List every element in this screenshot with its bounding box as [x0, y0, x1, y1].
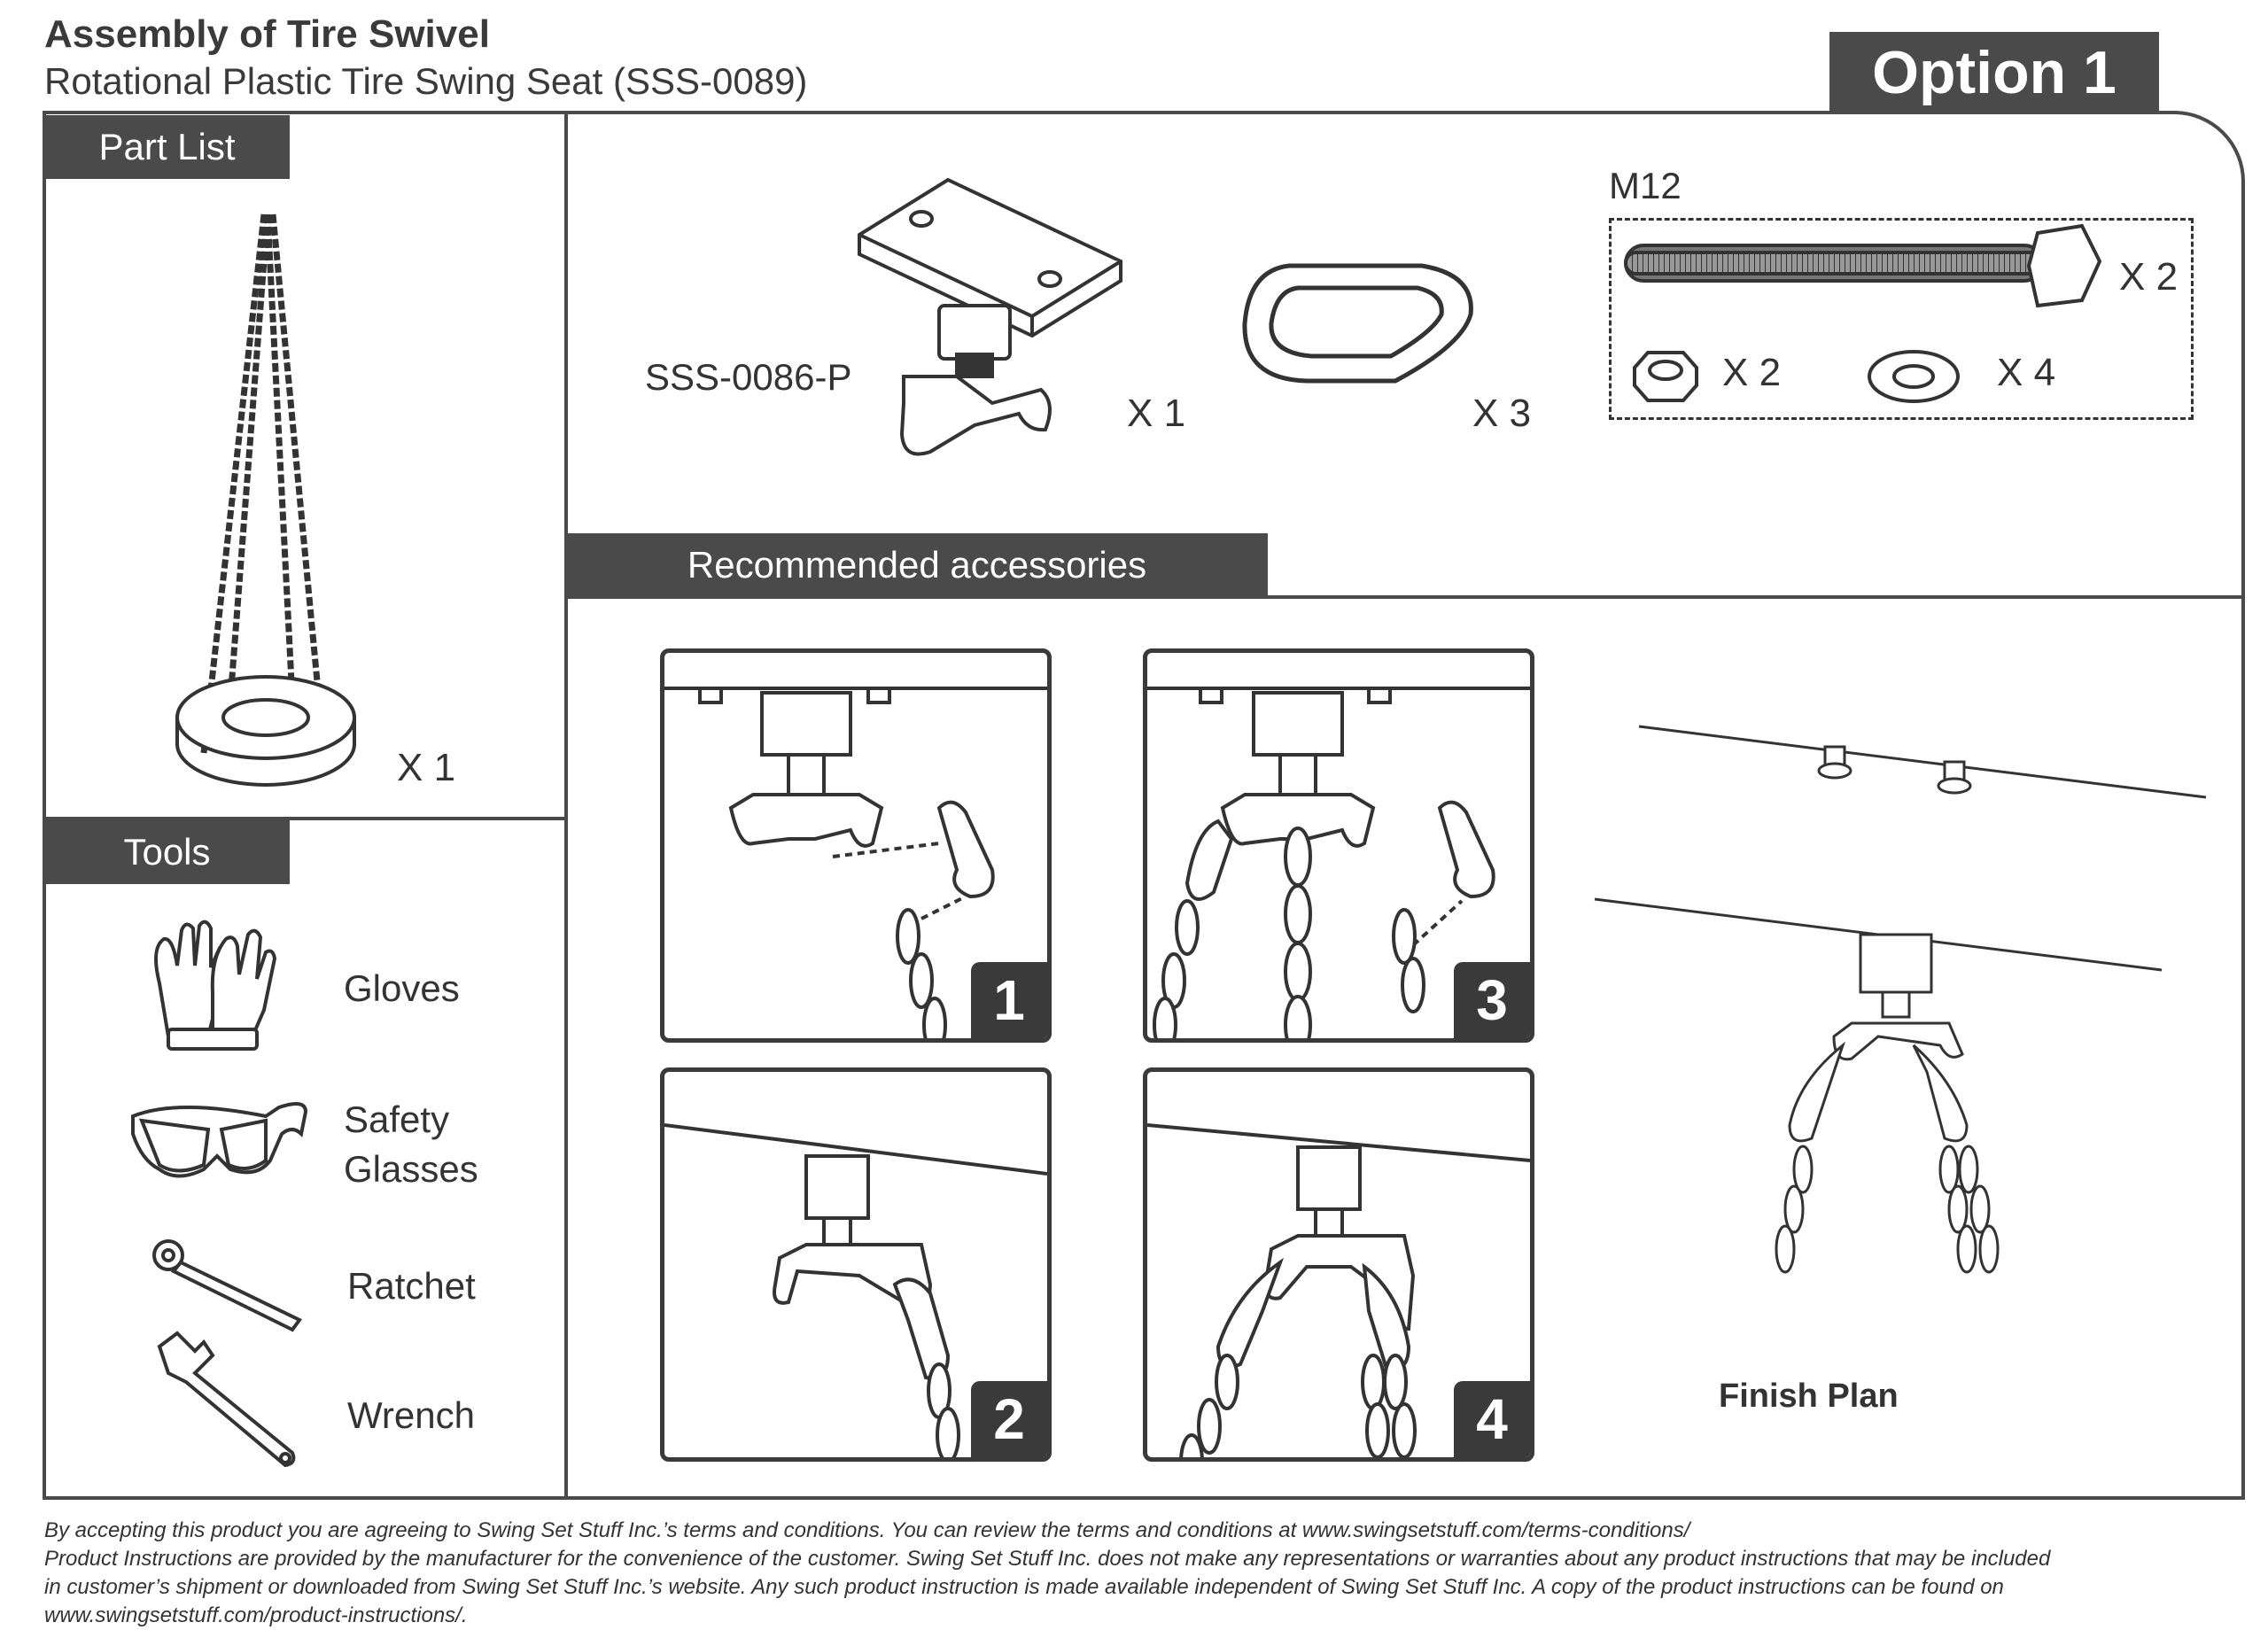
footer-line-1: By accepting this product you are agreei…	[44, 1518, 1690, 1542]
safety-glasses-icon	[131, 1102, 308, 1178]
hardware-bag	[1609, 218, 2194, 420]
step-3-panel: 3	[1143, 648, 1534, 1043]
tire-swing-icon	[175, 213, 356, 787]
swivel-code: SSS-0086-P	[645, 356, 852, 398]
right-divider	[566, 595, 2243, 599]
left-divider	[44, 817, 566, 820]
legal-footer: By accepting this product you are agreei…	[44, 1517, 2250, 1630]
tool-safety-glasses-label: Safety Glasses	[344, 1095, 478, 1194]
bolt-icon	[1624, 223, 2102, 308]
ratchet-icon	[152, 1239, 303, 1332]
tool-ratchet-label: Ratchet	[347, 1265, 476, 1307]
step-2-badge: 2	[971, 1381, 1047, 1457]
step-1-badge: 1	[971, 962, 1047, 1038]
tool-wrench-label: Wrench	[347, 1394, 475, 1436]
safety-label-line: Safety Glasses	[344, 1098, 478, 1190]
step-3-illustration	[1147, 687, 1530, 1038]
gloves-icon	[154, 920, 277, 1051]
nut-quantity: X 2	[1722, 351, 1782, 394]
document-title: Assembly of Tire Swivel	[44, 12, 490, 56]
finish-plan-illustration	[1594, 725, 2207, 1274]
footer-line-2: Product Instructions are provided by the…	[44, 1547, 2051, 1571]
washer-quantity: X 4	[1997, 351, 2056, 394]
step-1-illustration	[664, 687, 1047, 1038]
column-divider	[564, 113, 568, 1498]
carabiner-quantity: X 3	[1472, 392, 1532, 435]
step-1-panel: 1	[660, 648, 1052, 1043]
option-badge: Option 1	[1829, 32, 2159, 113]
tire-quantity: X 1	[397, 746, 456, 789]
step-4-illustration	[1147, 1123, 1530, 1457]
part-list-heading: Part List	[44, 115, 290, 179]
step-3-badge: 3	[1454, 962, 1530, 1038]
step-2-panel: 2	[660, 1067, 1052, 1462]
bolt-size-label: M12	[1609, 165, 1682, 206]
step-4-badge: 4	[1454, 1381, 1530, 1457]
main-frame	[43, 111, 2245, 1500]
footer-line-3: in customer’s shipment or downloaded fro…	[44, 1575, 2004, 1599]
swivel-quantity: X 1	[1127, 392, 1186, 435]
footer-line-4: www.swingsetstuff.com/product-instructio…	[44, 1603, 468, 1627]
document-subtitle: Rotational Plastic Tire Swing Seat (SSS-…	[44, 60, 808, 102]
bolt-quantity: X 2	[2119, 255, 2179, 299]
tool-gloves-label: Gloves	[344, 967, 460, 1009]
finish-plan-label: Finish Plan	[1719, 1378, 1899, 1415]
wrench-icon	[157, 1331, 296, 1468]
carabiner-icon	[1242, 263, 1473, 384]
accessories-heading: Recommended accessories	[566, 533, 1268, 597]
washer-icon	[1868, 350, 1960, 403]
tools-heading: Tools	[44, 820, 290, 884]
nut-icon	[1633, 351, 1698, 402]
swivel-icon	[858, 177, 1122, 456]
step-2-illustration	[664, 1123, 1047, 1457]
step-4-panel: 4	[1143, 1067, 1534, 1462]
